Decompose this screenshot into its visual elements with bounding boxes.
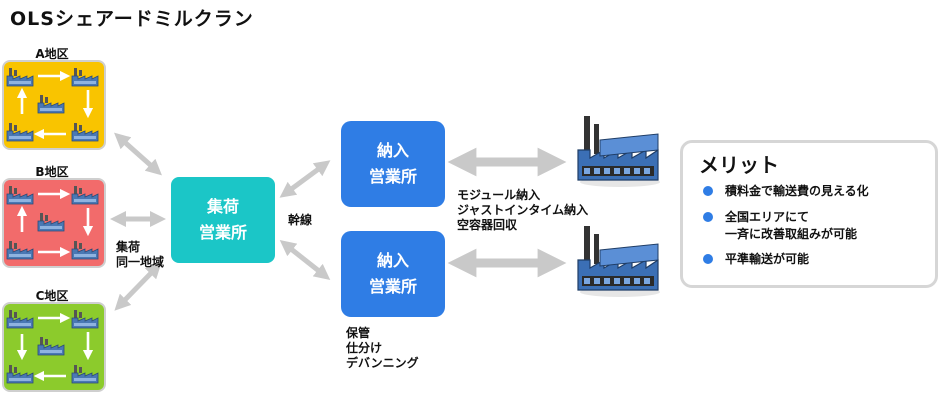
region-c-factory-map xyxy=(2,302,106,392)
arrow-trunk-top xyxy=(279,160,331,198)
merit-item: 全国エリアにて 一斉に改善取組みが可能 xyxy=(703,209,857,243)
region-label-a: A地区 xyxy=(35,47,69,61)
region-b-factory-map xyxy=(2,178,106,268)
merit-heading: メリット xyxy=(699,153,779,177)
collection-office: 集荷 営業所 xyxy=(171,177,275,263)
merit-item: 積料金で輸送費の見える化 xyxy=(703,183,869,200)
merit-item: 平準輸送が可能 xyxy=(703,251,809,268)
arrow-trunk-bottom xyxy=(279,240,331,280)
factory-icon xyxy=(6,186,99,260)
page-title: OLSシェアードミルクラン xyxy=(10,8,254,30)
delivery-office-bottom: 納入 営業所 xyxy=(341,231,445,317)
arrow-a-to-collection xyxy=(114,132,162,176)
bullet-icon xyxy=(703,186,713,196)
factory-icon xyxy=(577,116,660,187)
region-label-c: C地区 xyxy=(35,289,69,303)
region-a-factory-map xyxy=(2,60,106,150)
delivery-notes-top: モジュール納入 ジャストインタイム納入 空容器回収 xyxy=(457,188,589,232)
same-area-label: 集荷 同一地域 xyxy=(116,240,165,269)
merit-panel: メリット 積料金で輸送費の見える化 全国エリアにて 一斉に改善取組みが可能 平準… xyxy=(680,140,938,288)
factory-icon xyxy=(6,310,99,384)
trunk-label: 幹線 xyxy=(288,213,313,227)
region-label-b: B地区 xyxy=(35,165,69,179)
bullet-icon xyxy=(703,254,713,264)
factory-icon xyxy=(6,68,99,142)
factory-icon xyxy=(577,226,660,297)
bullet-icon xyxy=(703,212,713,222)
delivery-notes-bottom: 保管 仕分け デバンニング xyxy=(346,326,419,370)
delivery-office-top: 納入 営業所 xyxy=(341,121,445,207)
arrow-c-to-collection xyxy=(114,262,162,311)
